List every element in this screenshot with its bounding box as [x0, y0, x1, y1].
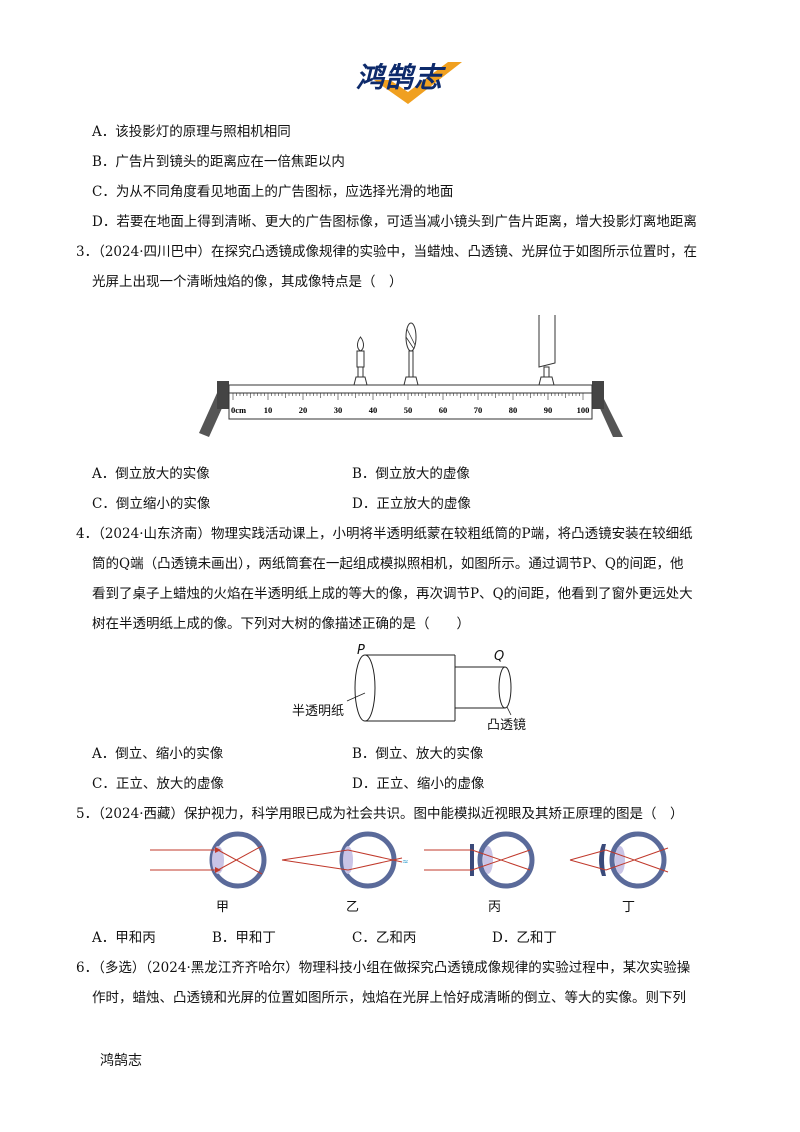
eye-label-yi: 乙	[346, 900, 360, 915]
q2-option-c: C．为从不同角度看见地面上的广告图标，应选择光滑的地面	[92, 184, 454, 200]
fig-label-convex-lens: 凸透镜	[487, 718, 527, 733]
q3-stem-line2: 光屏上出现一个清晰烛焰的像，其成像特点是（ ）	[92, 274, 403, 290]
q5-option-b: B．甲和丁	[212, 930, 276, 946]
q3-optical-bench-figure: 0cm 10 20 30 40 50 60 70 80 90 100	[199, 315, 623, 437]
q2-option-b: B．广告片到镜头的距离应在一倍焦距以内	[92, 154, 345, 170]
eye-label-ding: 丁	[622, 900, 636, 915]
q4-option-a: A．倒立、缩小的实像	[92, 746, 224, 762]
q5-stem-line1: 5．（2024·西藏）保护视力，科学用眼已成为社会共识。图中能模拟近视眼及其矫正…	[76, 806, 684, 822]
fig-label-translucent-paper: 半透明纸	[292, 704, 345, 719]
bench-ruler	[228, 392, 593, 420]
brand-logo: 鸿鹄志	[352, 52, 468, 108]
q3-stem-line1: 3．（2024·四川巴中）在探究凸透镜成像规律的实验中，当蜡烛、凸透镜、光屏位于…	[76, 244, 697, 260]
ruler-tick-label: 80	[509, 405, 518, 415]
logo-check-mark-icon	[374, 62, 462, 104]
eye-diagram-jia	[150, 831, 267, 889]
q4-option-c: C．正立、放大的虚像	[92, 776, 224, 792]
ruler-tick-marks	[232, 393, 584, 400]
q4-stem-line1: 4．（2024·山东济南）物理实践活动课上，小明将半透明纸蒙在较粗纸筒的P端，将…	[76, 526, 693, 542]
eye-diagram-ding	[569, 831, 669, 889]
svg-text:≈: ≈	[402, 857, 409, 866]
q5-option-d: D．乙和丁	[492, 930, 557, 946]
ruler-tick-label: 100	[577, 405, 590, 415]
bench-left-post	[217, 381, 229, 409]
q3-option-b: B．倒立放大的虚像	[352, 466, 470, 482]
bench-right-post	[592, 381, 604, 409]
footer-brand: 鸿鹄志	[100, 1053, 142, 1069]
q5-option-c: C．乙和丙	[352, 930, 417, 946]
ruler-tick-label: 40	[369, 405, 378, 415]
q4-stem-line3: 看到了桌子上蜡烛的火焰在半透明纸上成的等大的像，再次调节P、Q的间距，他看到了窗…	[92, 586, 693, 602]
q6-stem-line2: 作时，蜡烛、凸透镜和光屏的位置如图所示，烛焰在光屏上恰好成清晰的倒立、等大的实像…	[92, 990, 686, 1006]
q6-stem-line1: 6．（多选）（2024·黑龙江齐齐哈尔）物理科技小组在做探究凸透镜成像规律的实验…	[76, 960, 691, 976]
bench-rail	[228, 384, 593, 394]
eye-diagram-bing	[424, 831, 535, 889]
candle	[353, 336, 368, 386]
eye-label-bing: 丙	[488, 900, 502, 915]
fig-label-q: Q	[494, 649, 505, 664]
logo-text: 鸿鹄志	[356, 61, 444, 94]
ruler-tick-label: 70	[474, 405, 483, 415]
q2-option-a: A．该投影灯的原理与照相机相同	[92, 124, 291, 140]
eye-label-jia: 甲	[216, 900, 230, 915]
q4-option-d: D．正立、缩小的虚像	[352, 776, 485, 792]
q2-option-d: D．若要在地面上得到清晰、更大的广告图标像，可适当减小镜头到广告片距离，增大投影…	[92, 214, 697, 230]
q3-option-d: D．正立放大的虚像	[352, 496, 471, 512]
tube-p-end	[354, 654, 376, 722]
ruler-tick-label: 60	[439, 405, 448, 415]
q4-stem-line4: 树在半透明纸上成的像。下列对大树的像描述正确的是（ ）	[92, 616, 470, 632]
q3-option-c: C．倒立缩小的实像	[92, 496, 211, 512]
light-screen	[538, 315, 556, 386]
fig-label-p: P	[357, 643, 365, 658]
q4-option-b: B．倒立、放大的实像	[352, 746, 484, 762]
q4-stem-line2: 筒的Q端（凸透镜未画出），两纸筒套在一起组成模拟照相机，如图所示。通过调节P、Q…	[92, 556, 684, 572]
ruler-tick-label: 10	[264, 405, 273, 415]
ruler-tick-label: 50	[404, 405, 413, 415]
eye-diagram-yi: ≈	[281, 831, 409, 889]
ruler-tick-label: 30	[334, 405, 343, 415]
ruler-unit-label: 0cm	[231, 405, 246, 415]
ruler-tick-label: 90	[544, 405, 553, 415]
ruler-tick-label: 20	[299, 405, 308, 415]
convex-lens	[403, 322, 419, 386]
q5-eye-diagrams-figure: ≈	[150, 831, 669, 889]
q3-option-a: A．倒立放大的实像	[92, 466, 210, 482]
tube-q-end	[498, 666, 512, 709]
q5-option-a: A．甲和丙	[92, 930, 156, 946]
q4-camera-tube-figure	[346, 654, 512, 722]
